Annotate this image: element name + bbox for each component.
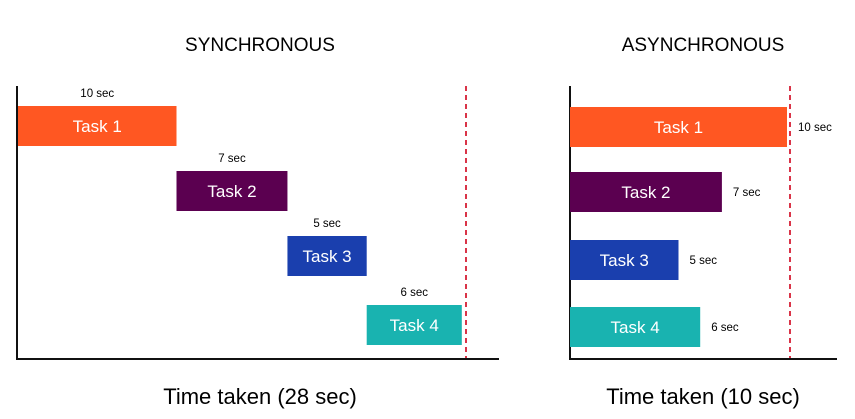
async-task-1-duration: 10 sec	[798, 122, 832, 134]
sync-task-2-bar	[176, 171, 288, 211]
sync-task-4-duration: 6 sec	[401, 287, 429, 299]
sync-task-3-bar	[287, 236, 367, 276]
async-task-4-duration: 6 sec	[711, 322, 739, 334]
async-task-2-label: Task 2	[621, 183, 670, 202]
sync-task-1-duration: 10 sec	[80, 88, 114, 100]
sync-title: SYNCHRONOUS	[185, 35, 335, 56]
sync-task-4-bar	[366, 305, 462, 345]
sync-task-4-label: Task 4	[390, 316, 439, 335]
sync-task-3-duration: 5 sec	[313, 218, 341, 230]
async-task-2-bar	[570, 172, 722, 212]
async-task-1-label: Task 1	[654, 118, 703, 137]
async-task-4-label: Task 4	[611, 318, 660, 337]
async-task-4-bar	[570, 307, 701, 347]
sync-task-1-bar	[18, 106, 177, 146]
async-title: ASYNCHRONOUS	[622, 35, 785, 56]
async-task-1-bar	[570, 107, 787, 147]
sync-task-1-label: Task 1	[73, 117, 122, 136]
sync-task-2-label: Task 2	[207, 182, 256, 201]
sync-task-2-duration: 7 sec	[218, 153, 246, 165]
async-footer: Time taken (10 sec)	[606, 384, 800, 409]
sync-footer: Time taken (28 sec)	[163, 384, 357, 409]
async-task-3-duration: 5 sec	[690, 255, 718, 267]
async-task-3-bar	[570, 240, 679, 280]
async-task-3-label: Task 3	[600, 251, 649, 270]
async-task-2-duration: 7 sec	[733, 187, 761, 199]
sync-task-3-label: Task 3	[303, 247, 352, 266]
